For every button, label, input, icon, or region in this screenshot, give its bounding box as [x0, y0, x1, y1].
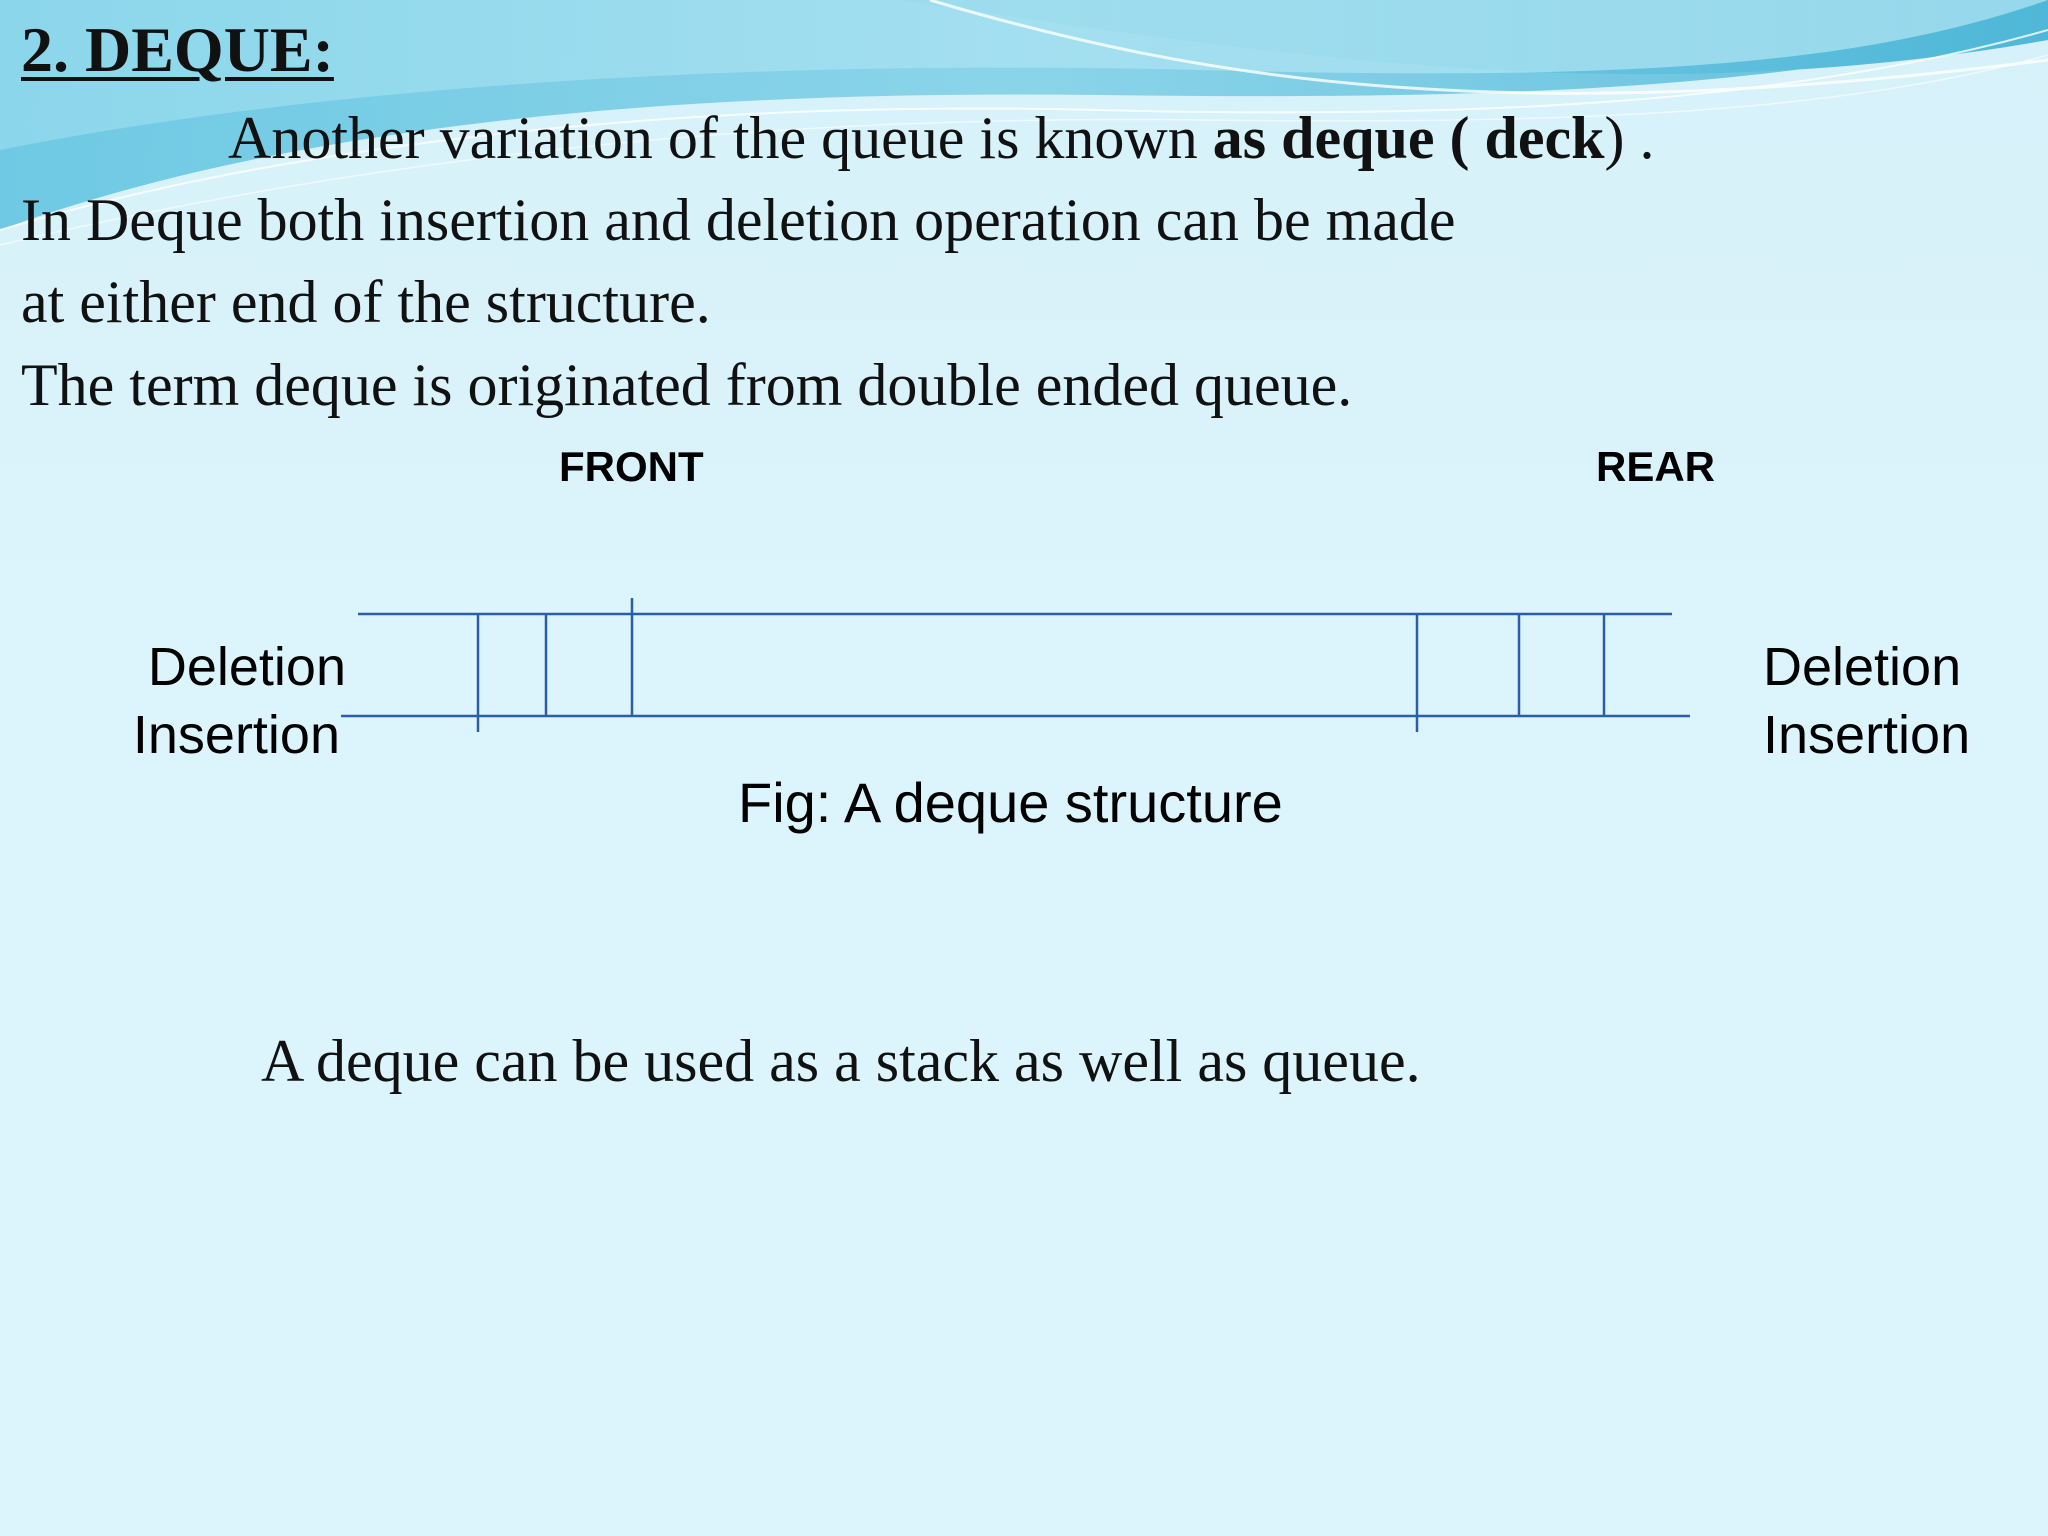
left-deletion-label: Deletion: [147, 637, 346, 697]
front-label: FRONT: [559, 443, 704, 490]
header-swoosh-decoration: [0, 0, 2048, 246]
figure-caption: Fig: A deque structure: [738, 771, 1283, 834]
intro-line: Another variation of the queue is known …: [228, 108, 1654, 168]
body-line: The term deque is originated from double…: [21, 352, 1353, 418]
slide-title: 2. DEQUE:: [21, 14, 334, 85]
left-insertion-label: Insertion: [132, 705, 340, 765]
intro-prefix: Another variation of the queue is known: [228, 105, 1213, 171]
rear-label: REAR: [1596, 443, 1716, 490]
right-deletion-label: Deletion: [1763, 637, 1962, 697]
right-insertion-label: Insertion: [1763, 705, 1971, 765]
body-line: In Deque both insertion and deletion ope…: [21, 187, 1456, 253]
summary-line: A deque can be used as a stack as well a…: [261, 1028, 1421, 1094]
intro-suffix: ) .: [1604, 105, 1655, 171]
body-line: at either end of the structure.: [21, 269, 711, 335]
intro-emphasis: as deque ( deck: [1212, 105, 1605, 171]
